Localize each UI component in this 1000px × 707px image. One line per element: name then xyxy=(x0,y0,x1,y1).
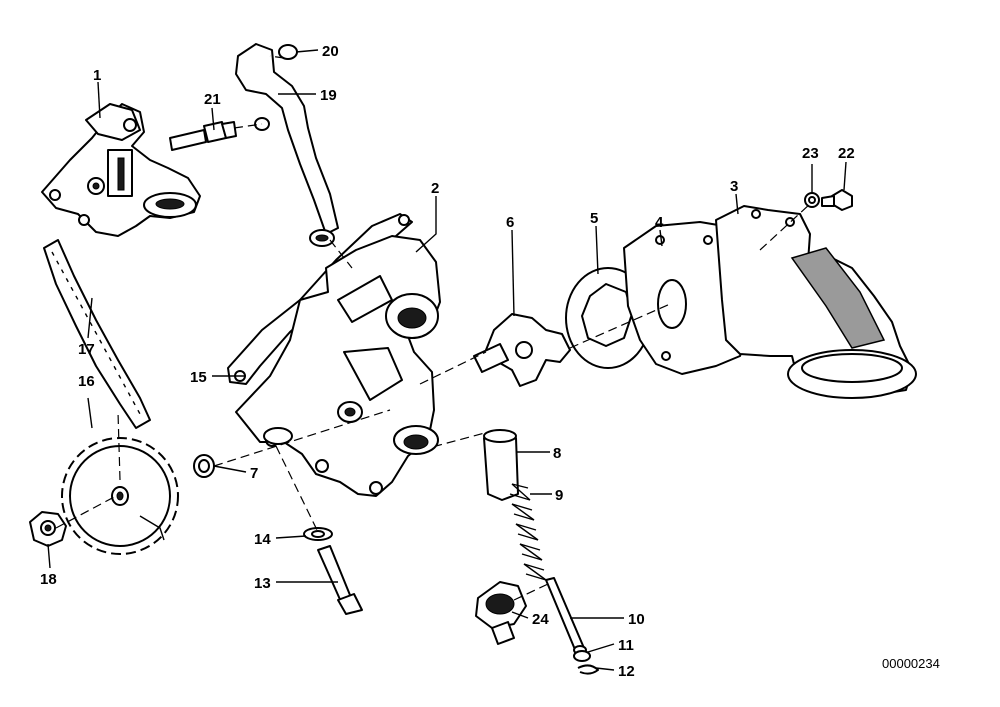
callout-19: 19 xyxy=(320,87,337,104)
part-22-bolt xyxy=(821,189,853,211)
callout-labels: 1 2 3 4 5 6 7 8 9 10 11 12 13 14 15 16 1… xyxy=(40,43,855,680)
part-13-bolt xyxy=(317,545,363,615)
part-23-washer xyxy=(804,192,820,208)
part-17-timing-chain xyxy=(43,239,151,429)
callout-18: 18 xyxy=(40,571,57,588)
part-16-sprocket xyxy=(61,437,179,555)
part-20-o-ring xyxy=(278,44,298,60)
part-11-washer xyxy=(573,650,591,662)
callout-3: 3 xyxy=(730,178,738,195)
callout-21: 21 xyxy=(204,91,221,108)
callout-23: 23 xyxy=(802,145,819,162)
part-24-plug xyxy=(475,581,527,645)
callout-8: 8 xyxy=(553,445,561,462)
part-18-nut xyxy=(29,511,67,547)
callout-leaders xyxy=(47,49,847,671)
part-6-drive-rotor xyxy=(473,313,571,387)
callout-13: 13 xyxy=(254,575,271,592)
part-21-bolt xyxy=(169,121,237,151)
callout-22: 22 xyxy=(838,145,855,162)
part-2-pump-housing xyxy=(235,235,441,497)
part-12-circlip xyxy=(577,664,599,675)
callout-9: 9 xyxy=(555,487,563,504)
callout-1: 1 xyxy=(93,67,101,84)
part-3-strainer-housing xyxy=(715,205,917,399)
callout-24: 24 xyxy=(532,611,549,628)
part-19-suction-pipe xyxy=(235,43,339,247)
callout-16: 16 xyxy=(78,373,95,390)
part-1-oil-pump-assembly xyxy=(41,103,201,237)
callout-5: 5 xyxy=(590,210,598,227)
callout-17: 17 xyxy=(78,341,95,358)
callout-7: 7 xyxy=(250,465,258,482)
callout-2: 2 xyxy=(431,180,439,197)
callout-4: 4 xyxy=(655,214,664,231)
callout-11: 11 xyxy=(618,637,634,654)
callout-10: 10 xyxy=(628,611,645,628)
callout-15: 15 xyxy=(190,369,207,386)
callout-20: 20 xyxy=(322,43,339,60)
callout-14: 14 xyxy=(254,531,271,548)
part-10-valve-pin xyxy=(545,577,587,655)
assembly-axes xyxy=(55,55,811,601)
part-7-washer xyxy=(193,454,215,478)
document-number: 00000234 xyxy=(882,656,940,671)
part-9-spring xyxy=(509,483,547,581)
callout-12: 12 xyxy=(618,663,635,680)
callout-6: 6 xyxy=(506,214,514,231)
part-8-valve-piston xyxy=(483,429,519,501)
part-14-washer xyxy=(303,527,333,541)
